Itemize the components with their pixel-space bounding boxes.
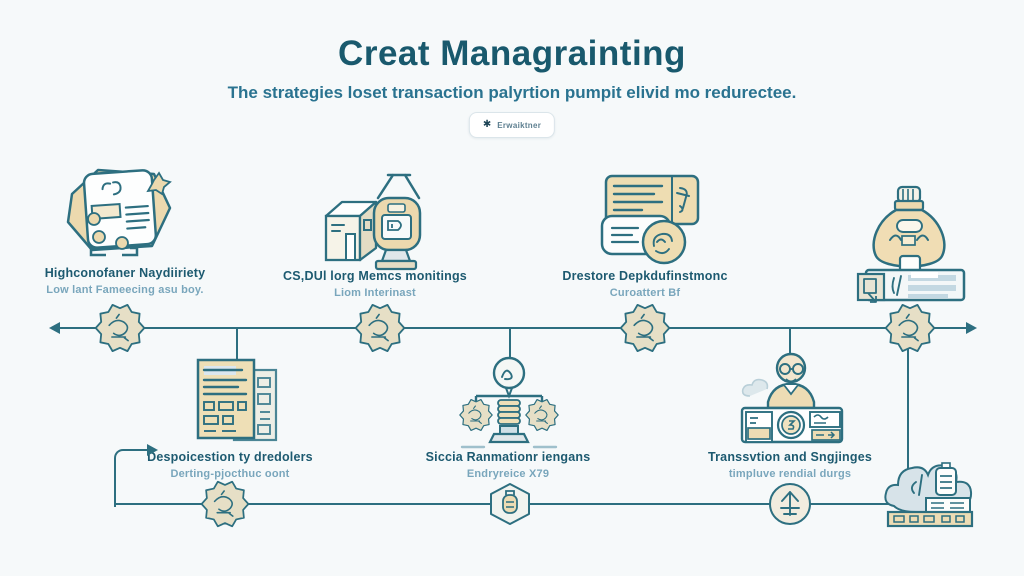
money-bag-and-card-illustration bbox=[856, 185, 966, 303]
group-sublabel-text: Derting-pjocthuc oont bbox=[170, 468, 290, 480]
connector-person bbox=[789, 328, 791, 356]
timeline-arrow-left bbox=[49, 322, 60, 334]
group-sublabel-text: Liom Interinast bbox=[334, 287, 416, 299]
person-at-desk-illustration bbox=[740, 352, 844, 444]
bottom-line-arrow bbox=[147, 444, 158, 456]
connector-documents bbox=[236, 328, 238, 359]
group-envelope-label: Highconofaner Naydiiriety Low lant Famee… bbox=[15, 266, 235, 296]
group-sublabel-text: timpluve rendial durgs bbox=[728, 468, 852, 480]
group-documents-label: Despoicestion ty dredolers Derting-pjoct… bbox=[120, 450, 340, 480]
bottom-line-corner bbox=[114, 449, 150, 507]
group-person-label: Transsvtion and Sngjinges timpluve rendi… bbox=[680, 450, 900, 480]
bottom-circle-badge bbox=[769, 483, 811, 525]
connector-cloud bbox=[907, 328, 909, 476]
cloud-archive-illustration bbox=[884, 462, 974, 528]
group-card-coin-label: Drestore Depkdufinstmonc Curoattert Bf bbox=[535, 269, 755, 299]
card-and-coin-illustration bbox=[600, 174, 700, 265]
group-sublabel-text: Endryreice X79 bbox=[466, 468, 550, 480]
group-label-text: Drestore Depkdufinstmonc bbox=[562, 269, 728, 283]
group-label-text: Despoicestion ty dredolers bbox=[147, 450, 313, 464]
group-label-text: Highconofaner Naydiiriety bbox=[44, 266, 206, 280]
timeline-seal-badge-3 bbox=[619, 303, 671, 353]
envelope-document-illustration bbox=[66, 168, 172, 257]
group-sublabel-text: Low lant Fameecing asu boy. bbox=[46, 284, 204, 296]
bottom-seal-badge bbox=[200, 480, 250, 528]
timeline-seal-badge-1 bbox=[94, 303, 146, 353]
balance-scale-illustration bbox=[459, 356, 559, 449]
group-box-jar-label: CS,DUl lorg Memcs monitings Liom Interin… bbox=[265, 269, 485, 299]
bottom-hexagon-badge bbox=[490, 483, 530, 525]
main-timeline-line bbox=[58, 327, 968, 329]
timeline-seal-badge-4 bbox=[884, 303, 936, 353]
page-title: Creat Managrainting bbox=[338, 34, 686, 73]
sparkle-icon: ✱ bbox=[482, 119, 492, 130]
timeline-seal-badge-2 bbox=[354, 303, 406, 353]
connector-balance bbox=[509, 328, 511, 361]
header-chip-button[interactable]: ✱ Erwaiktner bbox=[468, 112, 556, 138]
group-label-text: CS,DUl lorg Memcs monitings bbox=[283, 269, 467, 283]
page-subtitle: The strategies loset transaction palyrti… bbox=[227, 83, 797, 102]
group-label-text: Transsvtion and Sngjinges bbox=[707, 450, 873, 464]
stacked-documents-illustration bbox=[196, 358, 278, 442]
group-sublabel-text: Curoattert Bf bbox=[609, 287, 681, 299]
group-label-text: Siccia Ranmationr iengans bbox=[425, 450, 591, 464]
group-balance-label: Siccia Ranmationr iengans Endryreice X79 bbox=[398, 450, 618, 480]
timeline-arrow-right bbox=[966, 322, 977, 334]
chip-label: Erwaiktner bbox=[497, 120, 542, 130]
box-and-jar-illustration bbox=[324, 173, 422, 271]
